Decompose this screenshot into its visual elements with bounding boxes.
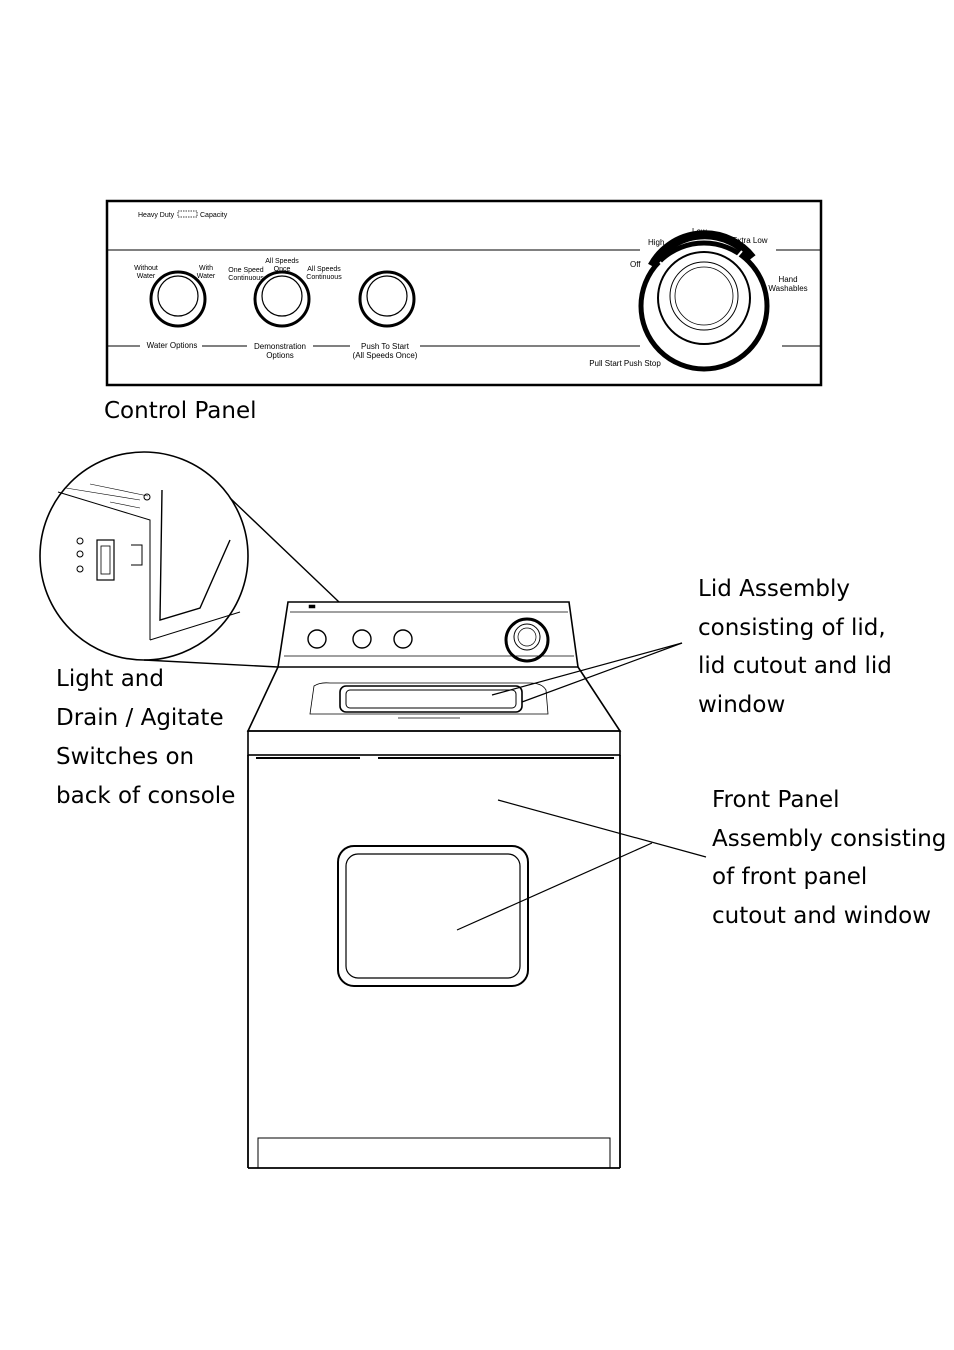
demonstration-options-knob xyxy=(253,270,311,328)
control-panel-drawing xyxy=(105,199,823,387)
hand-washables-label: Hand Washables xyxy=(768,275,808,293)
dial-extra-low-label: Extra Low xyxy=(732,236,768,245)
switches-callout-line: Light and xyxy=(56,666,164,692)
lid-callout-line: Lid Assembly xyxy=(698,576,850,602)
magnifier-inset xyxy=(39,451,340,668)
switches-callout-line: Drain / Agitate xyxy=(56,705,224,731)
washer-body xyxy=(246,601,707,1169)
capacity-label: Capacity xyxy=(200,212,228,219)
front-panel-cutout xyxy=(337,845,529,987)
front-leader-line-1 xyxy=(497,799,707,858)
lid-callout-line: lid cutout and lid xyxy=(698,653,892,679)
without-water-label: Without Water xyxy=(134,265,158,280)
dial-low-label: Low xyxy=(692,227,707,236)
one-speed-continuous-label: One Speed Continuous xyxy=(228,267,264,282)
switches-callout-line: Switches on xyxy=(56,744,195,770)
water-options-knob xyxy=(149,270,207,328)
heavy-duty-label: Heavy Duty xyxy=(138,212,175,219)
pull-start-push-stop-label: Pull Start Push Stop xyxy=(589,359,661,368)
lid-callout-line: consisting of lid, xyxy=(698,615,886,641)
push-to-start-knob xyxy=(358,270,416,328)
front-panel-window xyxy=(345,853,521,979)
control-panel-caption: Control Panel xyxy=(104,398,257,424)
front-callout-line: Front Panel xyxy=(712,787,840,813)
console xyxy=(277,601,579,668)
all-speeds-continuous-label: All Speeds Continuous xyxy=(306,266,342,281)
front-leader-line-2 xyxy=(456,842,653,931)
switches-callout-line: back of console xyxy=(56,783,236,809)
with-water-label: With Water xyxy=(196,265,216,280)
control-panel-frame xyxy=(105,199,823,387)
timer-dial xyxy=(638,230,770,372)
dial-high-label: High xyxy=(648,238,665,247)
all-speeds-once-paren-label: (All Speeds Once) xyxy=(352,351,418,360)
demonstration-options-label: Demonstration Options xyxy=(253,342,307,360)
front-callout-line: Assembly consisting xyxy=(712,826,947,852)
front-callout-line: cutout and window xyxy=(712,903,932,929)
lid-leader-line-2 xyxy=(521,642,683,703)
lid-window xyxy=(345,689,517,709)
push-to-start-label: Push To Start xyxy=(361,342,409,351)
all-speeds-once-label: All Speeds Once xyxy=(265,258,299,273)
front-callout-line: of front panel xyxy=(712,864,868,890)
dial-off-label: Off xyxy=(630,260,641,269)
capacity-indicator xyxy=(177,210,198,218)
lid-cutout xyxy=(339,685,523,713)
lid-leader-line-1 xyxy=(491,642,683,696)
washer-top xyxy=(246,666,622,732)
water-options-label: Water Options xyxy=(146,341,198,350)
lid-callout-line: window xyxy=(698,692,786,718)
